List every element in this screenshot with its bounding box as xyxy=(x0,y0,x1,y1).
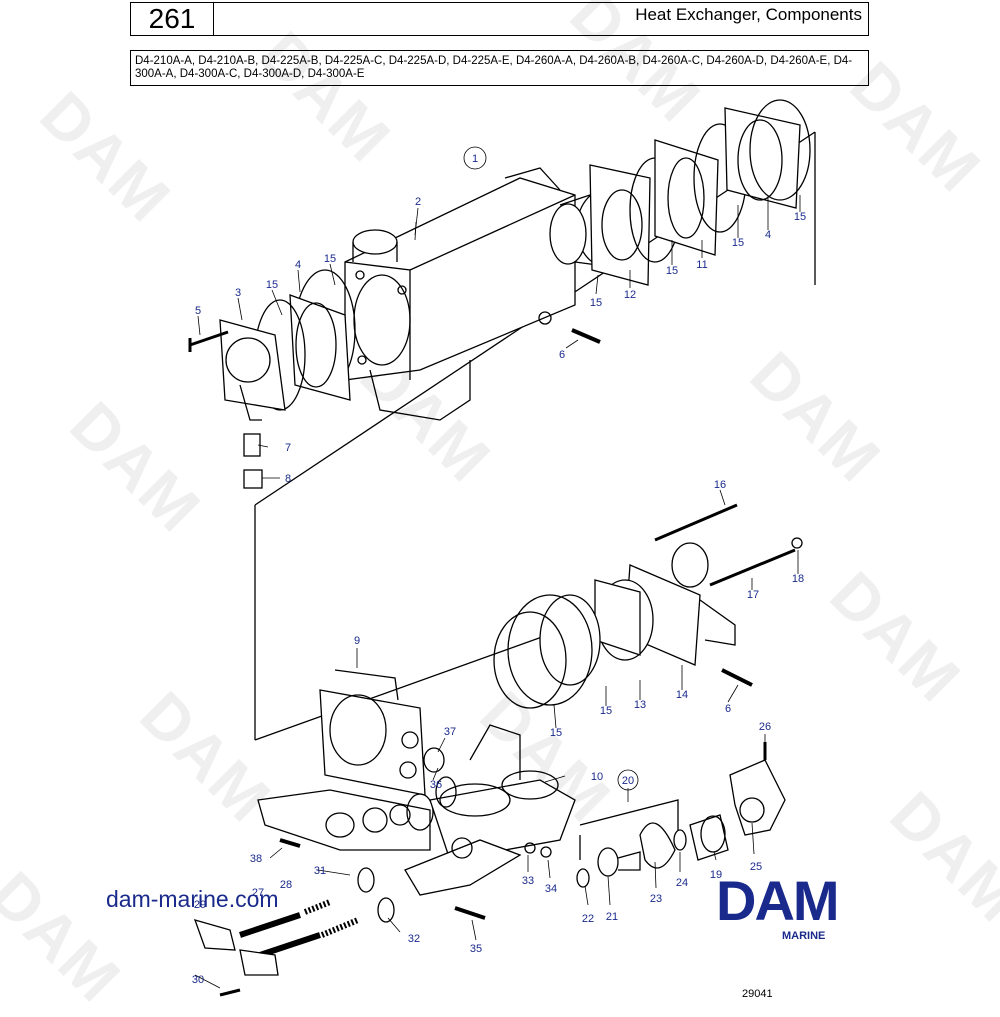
logo-text: DAM xyxy=(716,874,838,926)
callout-5: 5 xyxy=(195,305,201,317)
callout-17: 17 xyxy=(747,589,759,601)
callout-24: 24 xyxy=(676,877,688,889)
model-list: D4-210A-A, D4-210A-B, D4-225A-B, D4-225A… xyxy=(130,50,869,86)
callout-30: 30 xyxy=(192,974,204,986)
logo-subtitle: MARINE xyxy=(782,930,826,942)
page-title: Heat Exchanger, Components xyxy=(213,2,869,36)
callout-13: 13 xyxy=(634,699,646,711)
callout-15: 15 xyxy=(324,253,336,265)
callout-11: 11 xyxy=(696,259,707,271)
callout-9: 9 xyxy=(354,635,360,647)
callout-21: 21 xyxy=(606,911,618,923)
callout-14: 14 xyxy=(676,689,688,701)
callout-15: 15 xyxy=(600,705,612,717)
callout-32: 32 xyxy=(408,933,420,945)
callout-15: 15 xyxy=(266,279,278,291)
callout-23: 23 xyxy=(650,893,662,905)
callout-33: 33 xyxy=(522,875,534,887)
callout-37: 37 xyxy=(444,726,456,738)
callout-6: 6 xyxy=(559,349,565,361)
callout-2: 2 xyxy=(415,196,421,208)
callout-7: 7 xyxy=(285,442,291,454)
callout-4: 4 xyxy=(295,259,301,271)
heat-exchanger-housing xyxy=(344,167,576,421)
website-link[interactable]: dam-marine.com xyxy=(106,886,279,912)
callout-8: 8 xyxy=(285,473,291,485)
callout-36: 36 xyxy=(430,779,442,791)
callout-15: 15 xyxy=(794,211,806,223)
drawing-number: 29041 xyxy=(742,988,773,1000)
callout-29: 29 xyxy=(194,899,206,911)
callout-6: 6 xyxy=(725,703,731,715)
dam-logo: DAM xyxy=(716,874,840,926)
callout-22: 22 xyxy=(582,913,594,925)
callout-28: 28 xyxy=(280,879,292,891)
callout-18: 18 xyxy=(792,573,804,585)
callout-31: 31 xyxy=(314,865,326,877)
callout-27: 27 xyxy=(252,887,264,899)
callout-38: 38 xyxy=(250,853,262,865)
page-number: 261 xyxy=(130,2,214,36)
callout-20: 20 xyxy=(622,775,634,787)
callout-25: 25 xyxy=(750,861,762,873)
callout-26: 26 xyxy=(759,721,771,733)
callout-15: 15 xyxy=(666,265,678,277)
callout-10: 10 xyxy=(591,771,603,783)
callout-16: 16 xyxy=(714,479,726,491)
callout-4: 4 xyxy=(765,229,771,241)
callout-35: 35 xyxy=(470,943,482,955)
callout-12: 12 xyxy=(624,289,636,301)
callout-15: 15 xyxy=(732,237,744,249)
callout-1: 1 xyxy=(472,153,478,165)
callout-15: 15 xyxy=(590,297,602,309)
callout-15: 15 xyxy=(550,727,562,739)
callout-19: 19 xyxy=(710,869,722,881)
callout-3: 3 xyxy=(235,287,241,299)
callout-34: 34 xyxy=(545,883,557,895)
